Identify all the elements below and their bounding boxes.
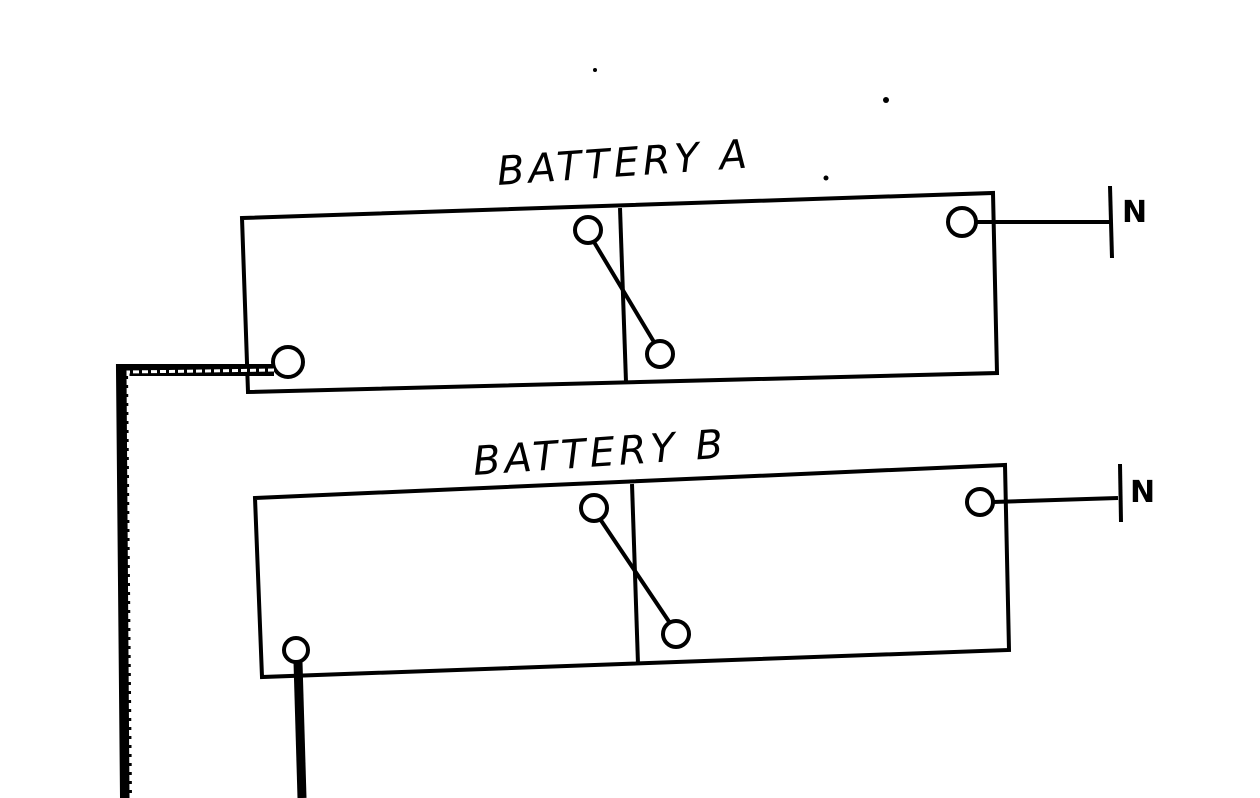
battery-a-terminal <box>645 339 675 369</box>
battery-a-terminal <box>946 206 978 238</box>
battery-a-label: BATTERY A <box>495 131 752 195</box>
battery-b-terminal-bar <box>1118 463 1123 523</box>
battery-b-lead-wire <box>992 496 1119 504</box>
battery-a: BATTERY A N <box>239 131 1147 395</box>
cable-battery-b <box>293 661 307 798</box>
battery-b-link-strap <box>592 508 678 634</box>
battery-a-terminal-label: N <box>1122 195 1147 230</box>
battery-b-terminal <box>282 636 310 664</box>
speck <box>883 97 889 103</box>
battery-a-terminal-bar <box>1108 185 1114 259</box>
battery-b-terminal <box>579 493 609 523</box>
battery-b-terminal <box>965 487 995 517</box>
battery-a-case <box>239 190 1000 395</box>
battery-b: BATTERY B N <box>252 421 1155 680</box>
speck <box>593 68 597 72</box>
battery-b-case <box>252 462 1012 680</box>
battery-a-terminal <box>271 345 305 379</box>
cable-battery-a <box>115 364 274 798</box>
battery-a-link-strap <box>586 230 662 354</box>
battery-a-cell-divider <box>618 207 628 383</box>
cable-battery-a-insulation <box>126 368 275 798</box>
battery-b-terminal <box>661 619 691 649</box>
battery-a-terminal <box>573 215 603 245</box>
battery-b-terminal-label: N <box>1130 475 1155 510</box>
battery-b-label: BATTERY B <box>471 421 728 485</box>
speck <box>823 175 829 181</box>
